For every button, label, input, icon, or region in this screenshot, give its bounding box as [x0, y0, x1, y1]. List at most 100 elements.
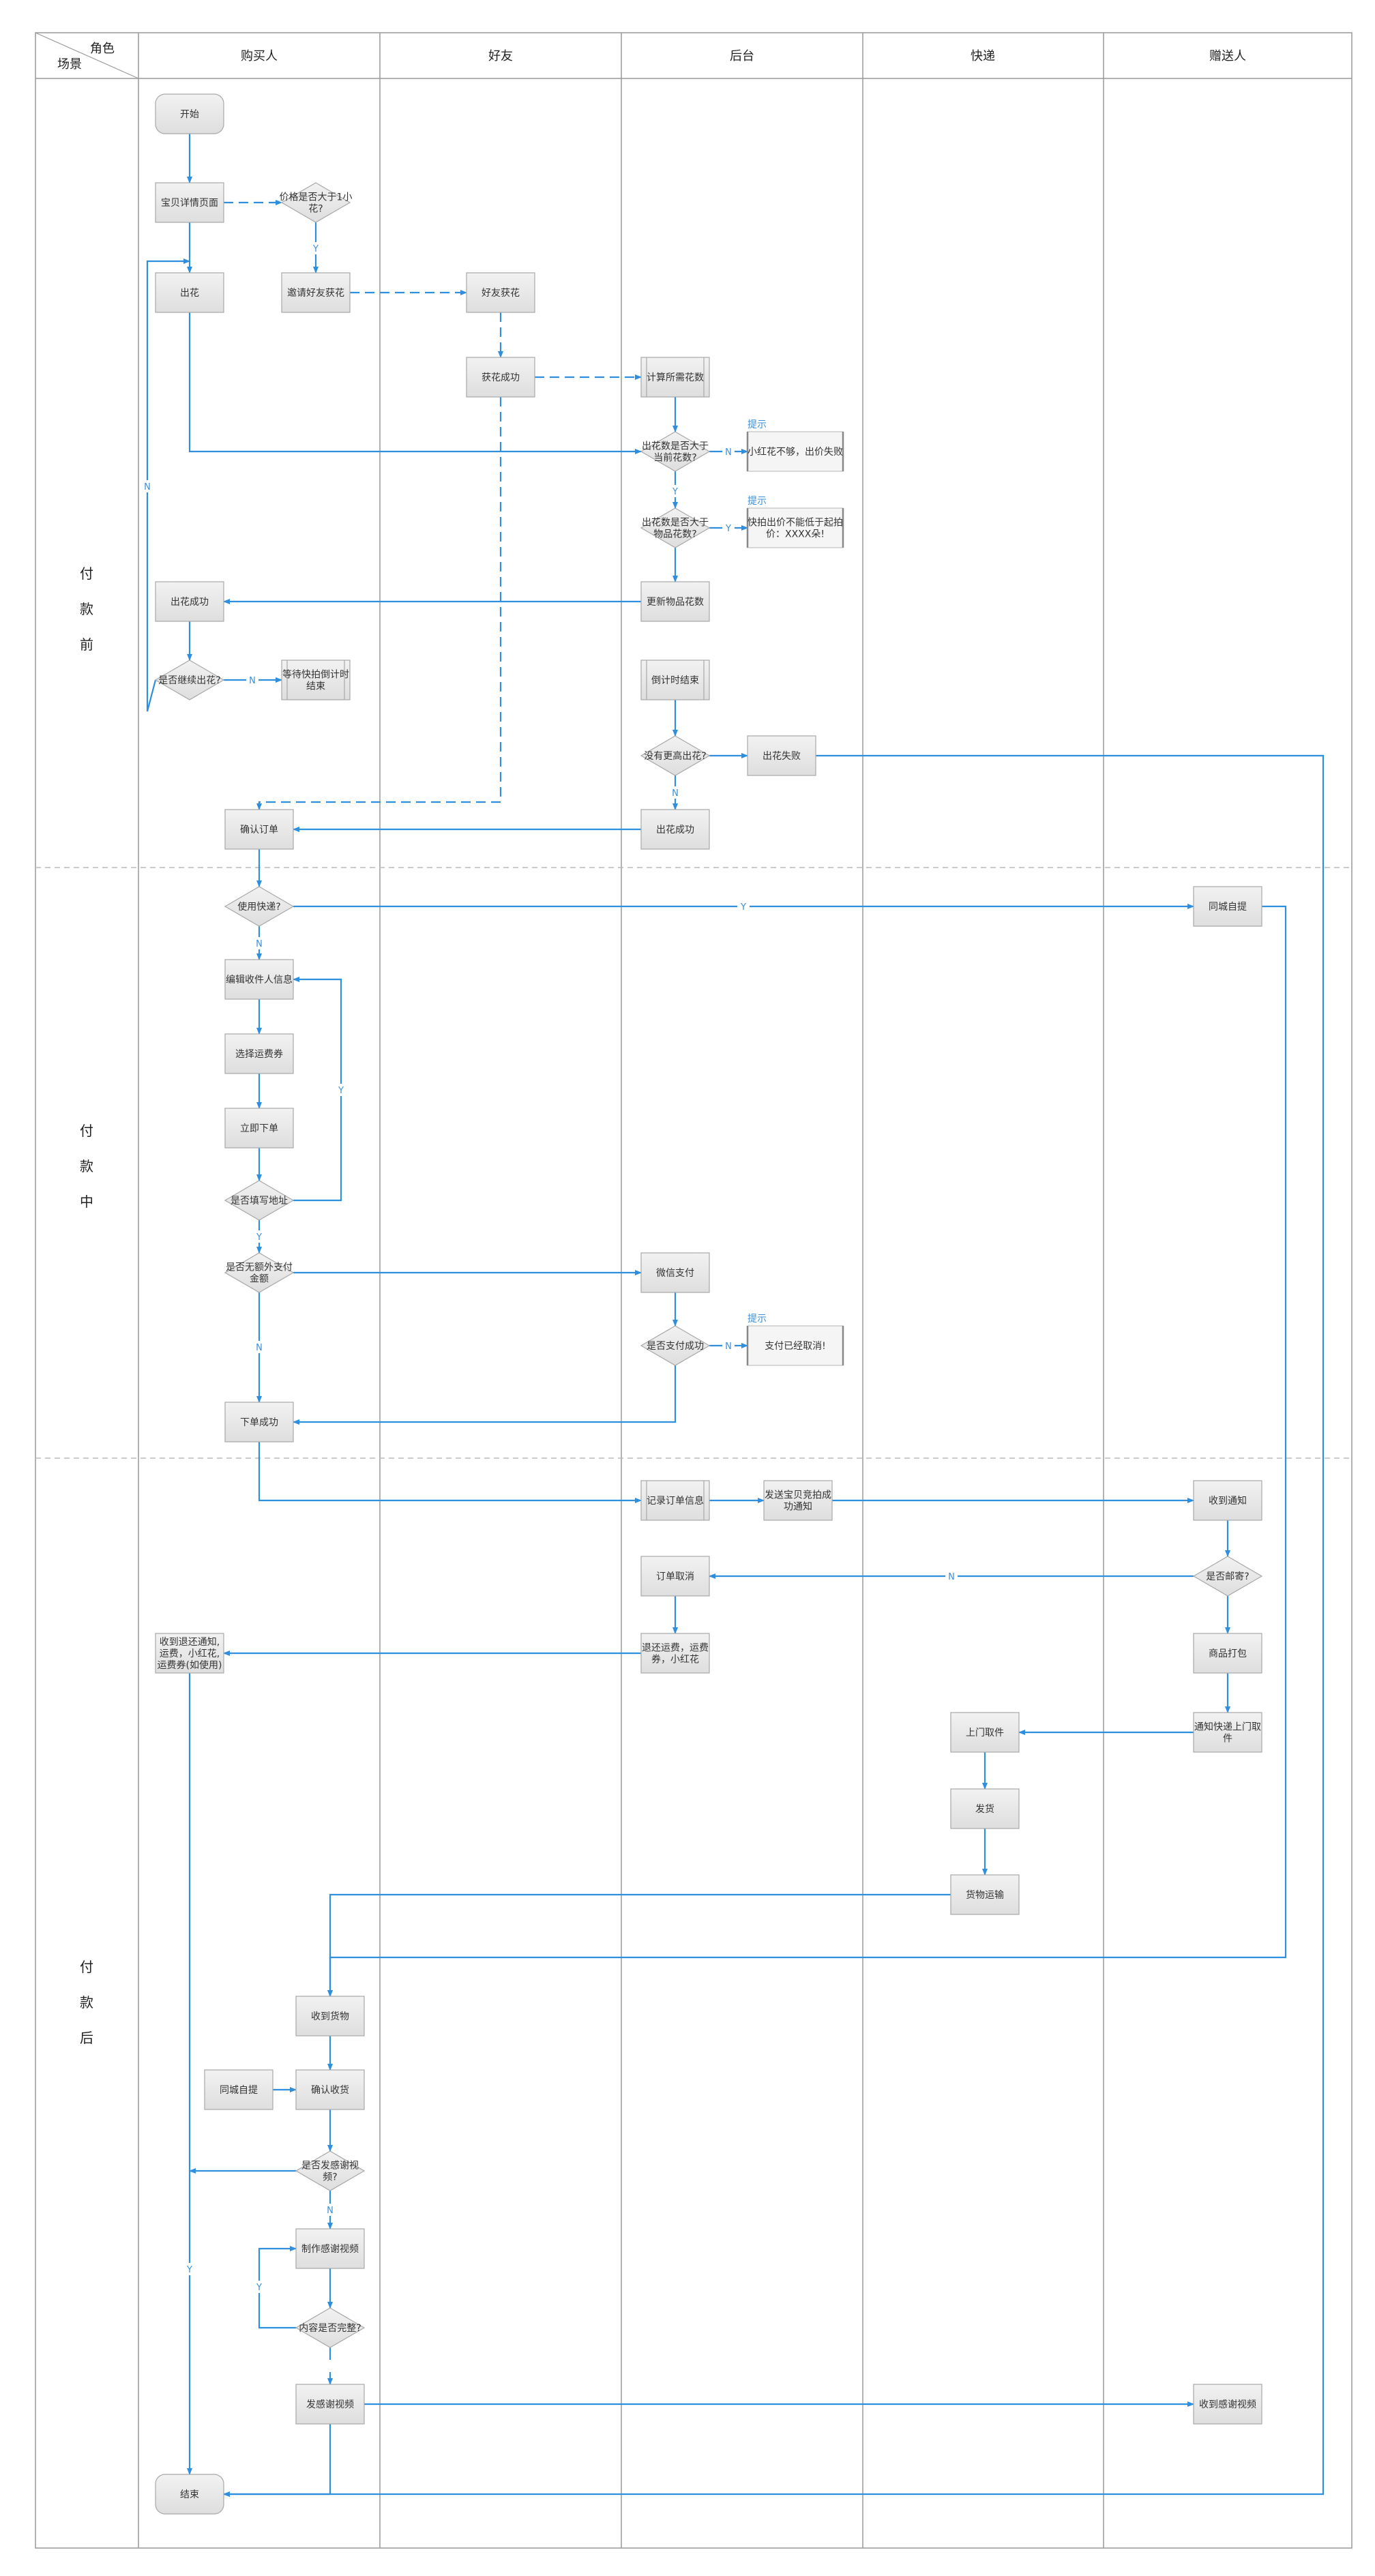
- node-label: 出花成功: [656, 825, 694, 835]
- node-label: 宝贝详情页面: [161, 198, 218, 209]
- terminal-shape: [155, 2474, 224, 2515]
- node-cancel: 订单取消: [640, 1556, 710, 1597]
- node-complete: 内容是否完整?: [295, 2307, 366, 2348]
- connector-label-bg: [253, 937, 265, 949]
- process-box: [1193, 1712, 1262, 1753]
- node-fsuccess: 获花成功: [466, 357, 535, 398]
- node-label: 收到通知: [1209, 1495, 1247, 1507]
- process-box: [747, 735, 816, 776]
- process-box: [224, 1402, 294, 1442]
- phase-mid-char-3: 中: [80, 1194, 93, 1210]
- node-label: 运费券(如使用): [158, 1659, 222, 1671]
- node-label: 退还运费，运费: [642, 1643, 709, 1654]
- node-label: 微信支付: [656, 1268, 694, 1279]
- node-placed: 下单成功: [224, 1402, 294, 1442]
- process-box: [155, 182, 224, 223]
- node-label: 确认收货: [311, 2084, 349, 2096]
- node-label: 发送宝贝竞拍成: [765, 1490, 831, 1501]
- process-box: [640, 581, 710, 622]
- node-selfpick2: 同城自提: [204, 2069, 273, 2110]
- node-recvvid: 收到感谢视频: [1193, 2384, 1262, 2425]
- node-label: 倒计时结束: [651, 675, 699, 686]
- process-box: [204, 2069, 273, 2110]
- node-invite: 邀请好友获花: [281, 272, 351, 313]
- connector-arrow: [188, 312, 642, 454]
- connector-arrow: [256, 397, 502, 810]
- node-label: 确认订单: [240, 825, 278, 835]
- process-box: [1193, 886, 1262, 927]
- connector-label-bg: [253, 1230, 265, 1243]
- node-wxpay: 微信支付: [640, 1252, 710, 1293]
- node-label: 功通知: [784, 1501, 812, 1513]
- lane-header-giver: 赠送人: [1209, 49, 1246, 63]
- node-receipt: 确认收货: [295, 2069, 365, 2110]
- process-box: [640, 660, 710, 700]
- decision-diamond: [640, 507, 711, 548]
- process-box: [1193, 2384, 1262, 2425]
- decision-diamond: [1192, 1556, 1263, 1597]
- node-label: 计算所需花数: [647, 372, 704, 383]
- node-label: 是否发感谢视: [301, 2160, 359, 2172]
- connector-label-bg: [310, 242, 322, 254]
- node-label: 下单成功: [240, 1417, 278, 1428]
- note-title: 提示: [748, 496, 767, 507]
- node-edit: 编辑收件人信息: [224, 959, 294, 1000]
- decision-diamond: [154, 660, 225, 700]
- node-pack: 商品打包: [1193, 1633, 1262, 1674]
- process-box: [640, 1480, 710, 1521]
- node-label: 收到退还通知,: [160, 1636, 220, 1648]
- note-title: 提示: [748, 1314, 767, 1324]
- connector-label: N: [672, 788, 679, 799]
- node-label: 出花数是否大于: [642, 441, 709, 452]
- node-label: 快拍出价不能低于起拍: [748, 518, 843, 529]
- connector-label: Y: [256, 1232, 262, 1243]
- node-bid: 出花: [155, 272, 224, 313]
- decision-diamond: [224, 1252, 295, 1293]
- process-box: [640, 1252, 710, 1293]
- node-label: 是否支付成功: [647, 1341, 704, 1352]
- node-label: 是否邮寄?: [1206, 1571, 1249, 1582]
- connector-label: Y: [725, 524, 731, 534]
- connector-label: N: [144, 482, 151, 492]
- note-title: 提示: [748, 419, 767, 430]
- connector-label: N: [256, 1343, 263, 1353]
- lane-header-backend: 后台: [730, 49, 754, 63]
- connector-label-bg: [253, 1341, 265, 1353]
- node-make: 制作感谢视频: [295, 2228, 365, 2269]
- node-detail: 宝贝详情页面: [155, 182, 224, 223]
- connector-label: Y: [338, 1086, 344, 1096]
- connector-label: Y: [256, 2283, 262, 2293]
- connector-label: N: [725, 447, 732, 458]
- node-countdown: 倒计时结束: [640, 660, 710, 700]
- node-win: 出花成功: [640, 809, 710, 850]
- node-label: 是否继续出花?: [158, 675, 220, 686]
- node-label: 制作感谢视频: [301, 2243, 359, 2255]
- node-label: 运费，小红花,: [160, 1648, 220, 1659]
- process-box: [224, 809, 294, 850]
- flow-connectors: [146, 134, 1325, 2497]
- node-label: 出花数是否大于: [642, 518, 709, 529]
- process-box: [281, 272, 351, 313]
- connector-label-bg: [945, 1570, 958, 1582]
- connector-arrow: [223, 2424, 331, 2497]
- node-ship: 发货: [950, 1788, 1020, 1829]
- node-label: 没有更高出花?: [644, 750, 706, 762]
- process-box: [1193, 1480, 1262, 1521]
- node-label: 通知快递上门取: [1194, 1721, 1261, 1733]
- lane-headers: 角色 场景 购买人 好友 后台 快递 赠送人: [57, 42, 1246, 72]
- node-label: 选择运费券: [235, 1049, 283, 1060]
- node-label: 当前花数?: [653, 452, 696, 464]
- connector-label: N: [249, 676, 256, 686]
- process-box: [950, 1788, 1020, 1829]
- node-label: 价格是否大于1小: [280, 192, 353, 203]
- connector-label-bg: [737, 900, 750, 913]
- decision-diamond: [224, 1180, 295, 1221]
- terminal-shape: [155, 93, 224, 134]
- node-label: 价：XXXX朵!: [766, 529, 825, 540]
- process-box: [155, 272, 224, 313]
